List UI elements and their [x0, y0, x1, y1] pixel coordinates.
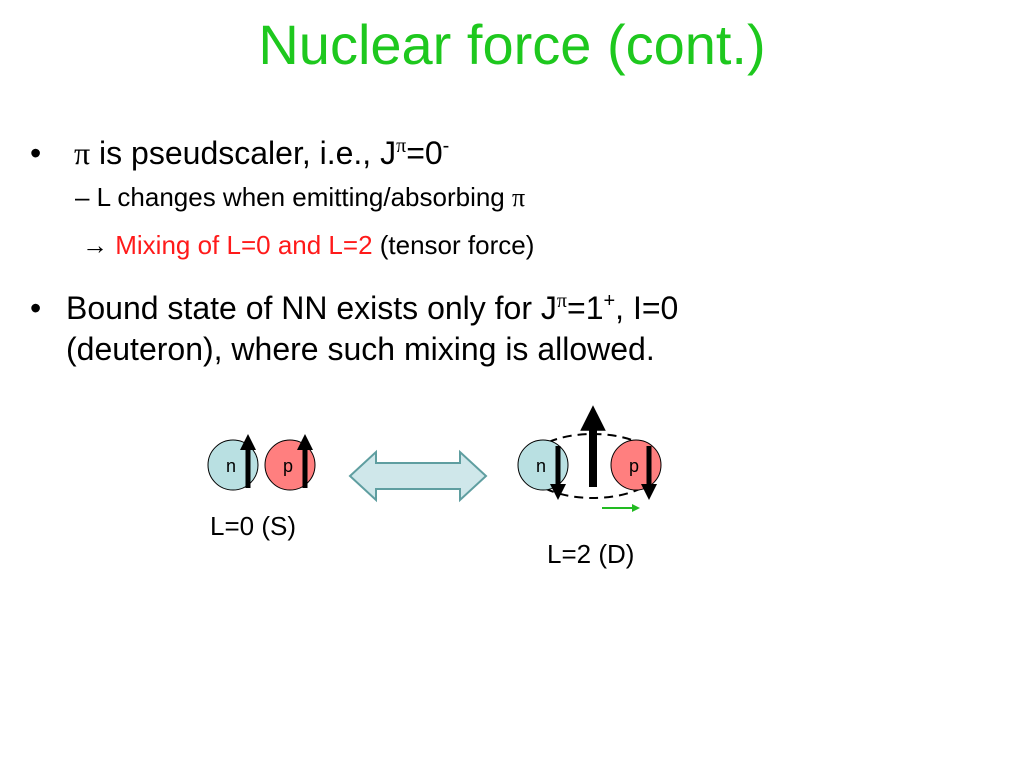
superscript-pi: π [556, 290, 567, 312]
bullet-text: is pseudscaler, i.e., J [90, 135, 397, 171]
implies-arrow: → [82, 230, 116, 260]
bullet-bound-state-continued: (deuteron), where such mixing is allowed… [66, 331, 655, 367]
sub-bullet-text: – L changes when emitting/absorbing [75, 182, 512, 212]
sub-bullet-l-changes: – L changes when emitting/absorbing π [75, 180, 525, 215]
parity-sign: - [442, 135, 450, 157]
quantum-value: =1 [567, 290, 604, 326]
bullet-marker: • [30, 135, 42, 171]
neutron-label: n [226, 456, 236, 476]
d-wave-caption: L=2 (D) [547, 539, 635, 569]
tensor-force-note: (tensor force) [372, 230, 535, 260]
s-wave-configuration: n p [207, 433, 316, 491]
isospin-text: , I=0 [615, 290, 679, 326]
mixing-double-arrow [348, 449, 488, 503]
s-wave-caption: L=0 (S) [210, 511, 296, 541]
bullet-text: Bound state of NN exists only for J [66, 290, 557, 326]
bullet-bound-state: • Bound state of NN exists only for Jπ=1+… [30, 278, 678, 331]
bullet-pi-pseudoscalar: •π is pseudscaler, i.e., Jπ=0- [30, 126, 449, 173]
sub-bullet-mixing: → Mixing of L=0 and L=2 (tensor force) [82, 228, 534, 262]
pi-symbol: π [512, 183, 526, 212]
proton-label: p [629, 456, 639, 476]
proton-label: p [283, 456, 293, 476]
mixing-highlight: Mixing of L=0 and L=2 [115, 230, 373, 260]
pi-symbol: π [74, 135, 91, 171]
parity-sign: + [603, 290, 616, 312]
superscript-pi: π [396, 135, 407, 157]
slide-title: Nuclear force (cont.) [258, 13, 766, 76]
d-wave-configuration: n p [517, 405, 662, 512]
bullet-marker: • [30, 290, 42, 326]
neutron-label: n [536, 456, 546, 476]
quantum-value: =0 [406, 135, 443, 171]
